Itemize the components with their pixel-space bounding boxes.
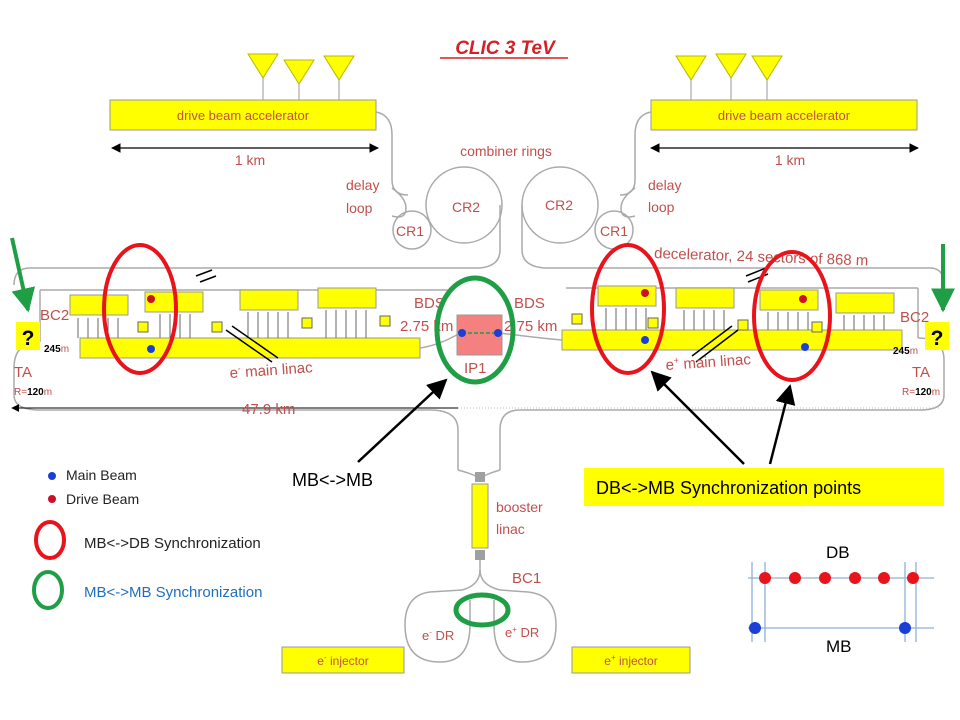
line-breaks	[195, 267, 769, 363]
electron-dr-label: e- DR	[422, 628, 454, 643]
outer-ring	[13, 341, 459, 470]
bc1-line	[461, 560, 501, 591]
dba-length-right: 1 km	[775, 152, 805, 168]
positron-injector-box	[571, 646, 691, 674]
delay-loop-left-line2: loop	[346, 200, 373, 216]
positron-linac-label: e+ main linac	[665, 350, 752, 374]
delay-loop-right-line1: delay	[648, 177, 681, 193]
ta-left-radius: R=120m	[14, 387, 52, 398]
return-line-right	[521, 205, 945, 286]
booster-flange-top	[475, 472, 485, 482]
electron-linac-label: e- main linac	[229, 358, 314, 382]
ip-label: IP1	[464, 360, 487, 377]
sync-ellipse-red	[590, 243, 666, 375]
length-245-right: 245m	[893, 346, 918, 357]
question-mark-right: ?	[931, 327, 944, 350]
electron-injector-box	[281, 646, 405, 674]
sync-ellipse-green	[434, 275, 516, 385]
return-line-left	[13, 205, 501, 286]
drive-beam-dot	[147, 295, 155, 303]
question-box-right	[925, 322, 949, 350]
question-mark-left: ?	[22, 327, 35, 350]
klystrons-left	[247, 53, 355, 100]
legend-mb-mb-sync: MB<->MB Synchronization	[84, 584, 262, 601]
electron-damping-ring	[404, 589, 471, 663]
legend-mb-db-sync: MB<->DB Synchronization	[84, 535, 261, 552]
bc1-label: BC1	[512, 570, 541, 587]
positron-dr-label: e+ DR	[505, 625, 539, 640]
sync-ellipse-red	[752, 250, 832, 382]
ip-main-beam-right	[494, 329, 502, 337]
mb-mb-arrow	[357, 378, 448, 463]
main-beam-dot	[801, 343, 809, 351]
db-mb-arrow-1	[650, 370, 745, 465]
legend-drive-beam-label: Drive Beam	[66, 491, 139, 507]
bds-right-length: 2.75 km	[504, 318, 557, 335]
db-mb-callout-box	[584, 468, 944, 506]
sync-grid-inset: DB MB	[748, 543, 934, 656]
sync-ellipse-green	[453, 592, 511, 628]
db-mb-arrow-2	[768, 384, 796, 465]
transfer-line-left	[375, 111, 409, 196]
sync-ellipse-red	[102, 243, 178, 375]
ta-right-radius: R=120m	[902, 387, 940, 398]
main-beam-dot	[147, 345, 155, 353]
dba-length-left: 1 km	[235, 152, 265, 168]
booster-flange-bottom	[475, 550, 485, 560]
legend-green-ellipse	[32, 570, 64, 610]
bds-left-length: 2.75 km	[400, 318, 453, 335]
inset-mb-label: MB	[826, 637, 852, 656]
main-beam-dot	[641, 336, 649, 344]
cr1-ring-left	[392, 210, 432, 250]
question-box-left	[16, 322, 40, 350]
combiner-rings-label: combiner rings	[460, 143, 552, 159]
cr1-left-label: CR1	[396, 223, 424, 239]
delay-loop-left-line1: delay	[346, 177, 379, 193]
booster-linac-box	[471, 483, 489, 549]
db-mb-callout-text: DB<->MB Synchronization points	[596, 478, 861, 498]
ta-left-label: TA	[14, 364, 32, 381]
electron-linac	[39, 287, 450, 359]
legend-main-beam-label: Main Beam	[66, 467, 137, 483]
positron-injector-label: e+ injector	[604, 653, 657, 668]
cr2-right-label: CR2	[545, 197, 573, 213]
legend-red-ellipse	[34, 520, 66, 560]
positron-damping-ring	[493, 589, 557, 663]
diagram-title: CLIC 3 TeV	[455, 38, 556, 59]
booster-linac-line2: linac	[496, 521, 525, 537]
drive-beam-dot	[641, 289, 649, 297]
transfer-line-right	[619, 111, 652, 196]
total-length-label: 47.9 km	[242, 401, 295, 418]
delay-loop-right-line2: loop	[648, 199, 675, 215]
inset-db-label: DB	[826, 543, 850, 562]
drive-beam-accelerator-left	[109, 99, 377, 131]
booster-linac-line1: booster	[496, 499, 543, 515]
bds-line-right	[499, 332, 563, 341]
dba-right-label: drive beam accelerator	[718, 108, 851, 123]
decelerator-label: decelerator, 24 sectors of 868 m	[654, 245, 869, 269]
bc2-right-label: BC2	[900, 309, 929, 326]
legend-drive-beam-dot	[48, 495, 56, 503]
cr2-ring-left	[425, 166, 503, 244]
mb-mb-annotation: MB<->MB	[292, 470, 373, 490]
dba-left-label: drive beam accelerator	[177, 108, 310, 123]
bds-left-name: BDS	[414, 295, 445, 312]
ip-main-beam-left	[458, 329, 466, 337]
green-arrow-left	[10, 237, 36, 313]
bc2-left-label: BC2	[40, 307, 69, 324]
drive-beam-accelerator-right	[650, 99, 918, 131]
klystrons-right	[675, 53, 783, 100]
ta-right-label: TA	[912, 364, 930, 381]
electron-injector-label: e- injector	[317, 653, 368, 668]
legend: Main Beam Drive Beam MB<->DB Synchroniza…	[32, 467, 262, 610]
positron-linac	[561, 285, 919, 351]
legend-main-beam-dot	[48, 472, 56, 480]
cr2-left-label: CR2	[452, 199, 480, 215]
bds-right-name: BDS	[514, 295, 545, 312]
length-245-left: 245m	[44, 344, 69, 355]
cr1-right-label: CR1	[600, 223, 628, 239]
drive-beam-dot	[799, 295, 807, 303]
